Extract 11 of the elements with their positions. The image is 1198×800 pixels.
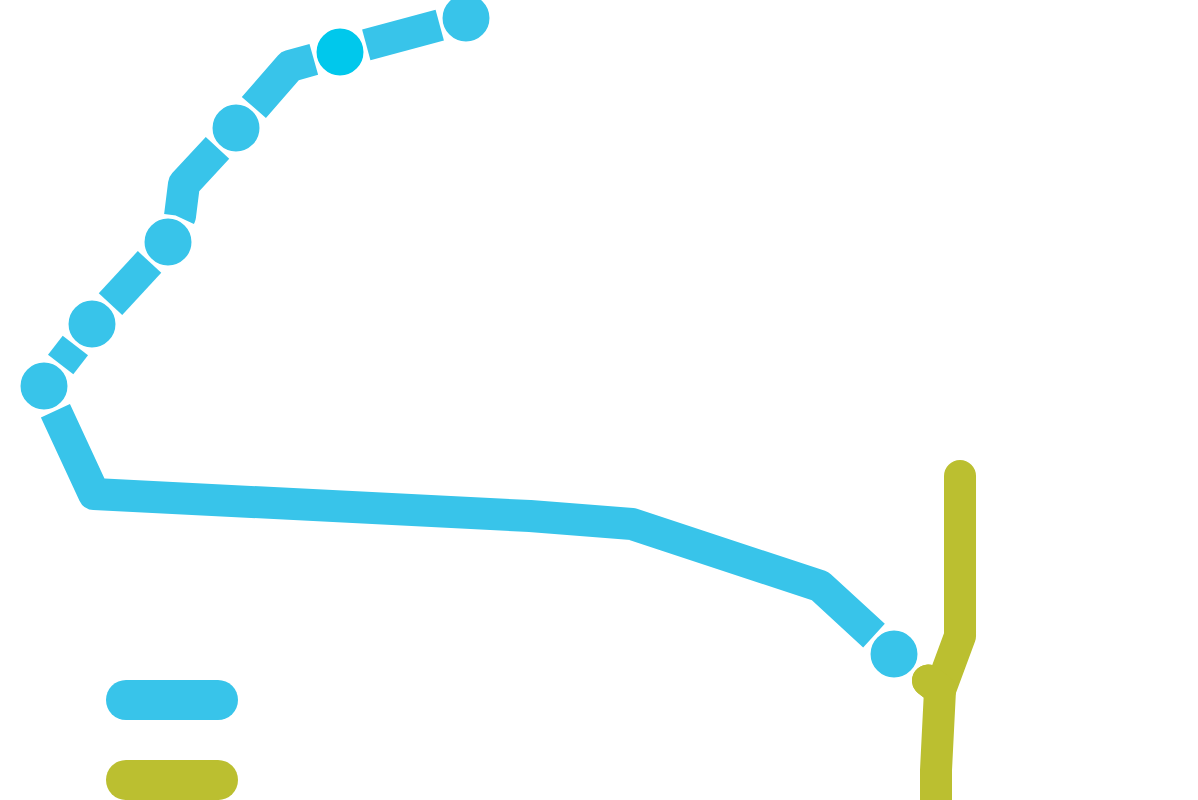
route-line xyxy=(362,9,444,61)
station-circle xyxy=(208,100,264,156)
station-circle xyxy=(866,626,922,682)
station-circle xyxy=(140,214,196,270)
route-line xyxy=(98,251,162,315)
station-circle xyxy=(312,24,368,80)
route-line xyxy=(241,43,319,118)
route-line xyxy=(48,335,88,375)
route-line xyxy=(912,664,956,800)
station-circle xyxy=(16,358,72,414)
station-circle xyxy=(64,296,120,352)
